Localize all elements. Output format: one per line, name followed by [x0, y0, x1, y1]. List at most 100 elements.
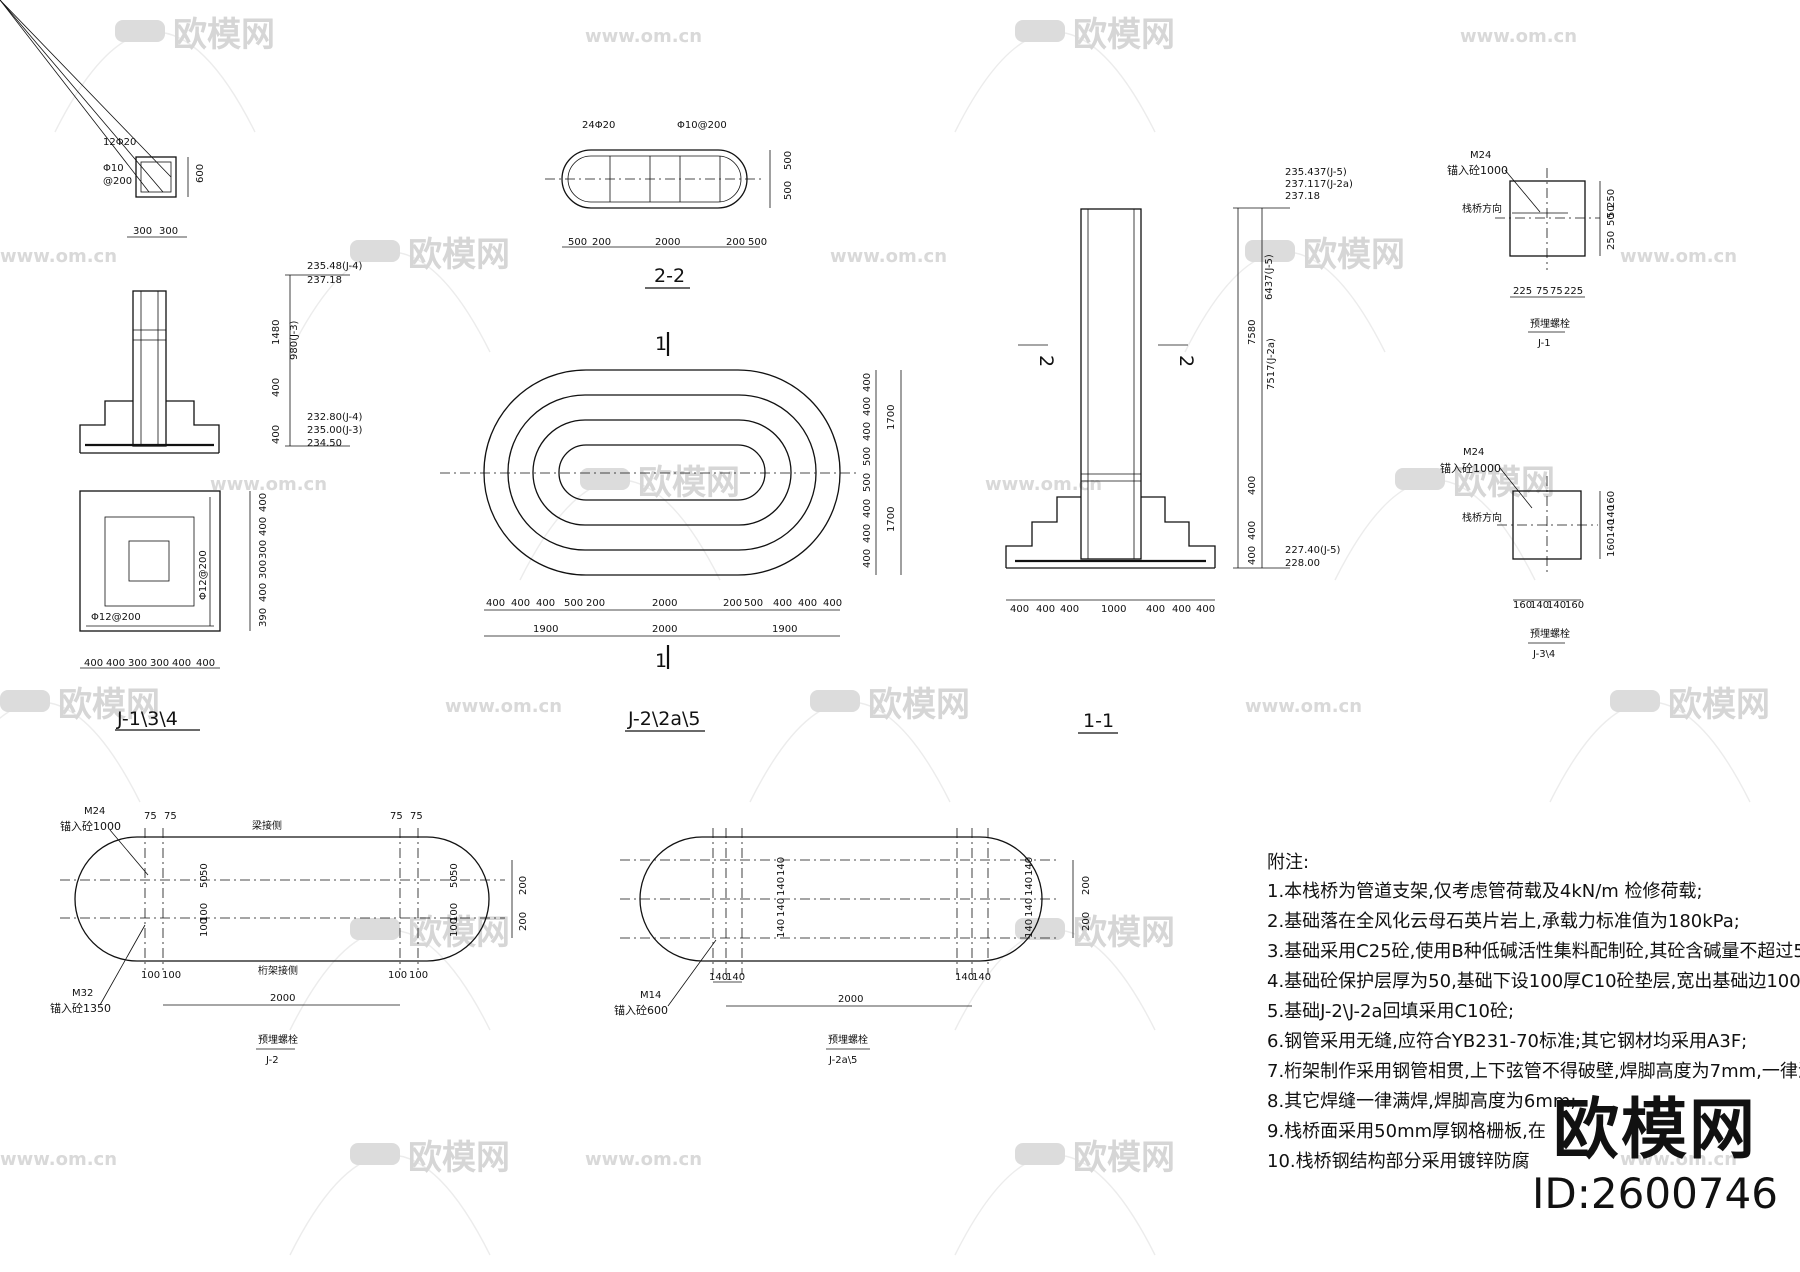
s11-title: 1-1 [1083, 710, 1114, 732]
j2-dim: 500 [862, 447, 873, 466]
bj1-bolt: M24 [1470, 150, 1491, 161]
bj1-anchor: 锚入砼1000 [1447, 163, 1508, 177]
bj1-dim: 225 [1513, 286, 1532, 297]
j1-plan-dim: 400 [258, 493, 269, 512]
bj2-dim: 100 [449, 918, 460, 937]
watermark-url: www.om.cn [585, 1149, 702, 1170]
bj3-dim: 160 [1565, 600, 1584, 611]
j1-elev: 235.48(J-4) [307, 261, 362, 272]
bj2-dim: 50 [0, 0, 13, 3]
j2-dim: 1700 [886, 405, 897, 430]
bj2a-dim: 140 [776, 857, 787, 876]
bj3-sub: J-3\4 [1532, 649, 1555, 660]
j2-dim: 1900 [772, 624, 797, 635]
bj2a-dim: 140 [1024, 898, 1035, 917]
j2-dim: 200 [586, 598, 605, 609]
s22-title: 2-2 [654, 265, 685, 287]
watermark-logo-icon [810, 690, 860, 712]
watermark-url: www.om.cn [585, 26, 702, 47]
j2-dim: 400 [862, 397, 873, 416]
note-item: 3.基础采用C25砼,使用B种低碱活性集料配制砼,其砼含碱量不超过5kg³/m … [1267, 941, 1800, 962]
s11-elev: 228.00 [1285, 558, 1320, 569]
s22-stirrup: Φ10@200 [677, 120, 727, 131]
j2-dim: 400 [798, 598, 817, 609]
j1-plan-dim: 400 [172, 658, 191, 669]
bj2-dim: 100 [449, 903, 460, 922]
s11-dim: 400 [1036, 604, 1055, 615]
bj3-dim: 140 [1606, 519, 1617, 538]
j1-col-dim: 300 [159, 226, 178, 237]
bj2-dim: 100 [0, 0, 19, 3]
j2-dim: 400 [862, 524, 873, 543]
s11-dim: 1000 [1101, 604, 1126, 615]
j1-plan-dim: 400 [106, 658, 125, 669]
j2-dim: 1700 [886, 507, 897, 532]
s11-height: 7517(J-2a) [1266, 338, 1277, 390]
note-item: 5.基础J-2\J-2a回填采用C10砼; [1267, 1001, 1514, 1022]
watermark-logo-icon [115, 20, 165, 42]
bj3-dim: 140 [1606, 505, 1617, 524]
watermark-logo-icon [1015, 20, 1065, 42]
bolt-detail-j2: 梁接侧 桁架接侧 M24 锚入砼1000 M32 锚入砼1350 75 75 7… [0, 0, 529, 1066]
bj1-dim: 75 [1550, 286, 1563, 297]
j1-elev: 232.80(J-4) [307, 412, 362, 423]
bj3-bolt: M24 [1463, 447, 1484, 458]
watermark-text: 欧模网 [1073, 15, 1175, 55]
watermark-text: 欧模网 [173, 15, 275, 55]
j1-plan-dim: 300 [128, 658, 147, 669]
j2-dim: 400 [862, 373, 873, 392]
bj2a-anchor: 锚入砼600 [614, 1003, 668, 1017]
watermark-layer: 欧模网欧模网欧模网欧模网欧模网欧模网欧模网欧模网欧模网欧模网欧模网欧模网欧模网w… [0, 15, 1770, 1256]
s22-rebar: 24Φ20 [582, 120, 615, 131]
bj1-dim: 250 [1606, 189, 1617, 208]
j2-section-mark: 1 [655, 650, 667, 672]
j1-stirrup-label: Φ10 [103, 163, 124, 174]
s11-elev: 235.437(J-5) [1285, 167, 1347, 178]
bj2-dim: 50 [449, 875, 460, 888]
watermark-url: www.om.cn [985, 474, 1102, 495]
bj2-dim: 2000 [270, 993, 295, 1004]
j2-dim: 500 [564, 598, 583, 609]
s22-dim: 500 [568, 237, 587, 248]
watermark-logo-icon [350, 1143, 400, 1165]
j1-plan-dim: 400 [196, 658, 215, 669]
s11-dim: 400 [1196, 604, 1215, 615]
bj2a-dim: 140 [955, 972, 974, 983]
note-item: 7.桁架制作采用钢管相贯,上下弦管不得破壁,焊脚高度为7mm,一律满焊; [1267, 1061, 1800, 1082]
section-2-2: 24Φ20 Φ10@200 500 500 500 200 2000 200 5… [545, 120, 794, 289]
s22-dim: 200 [726, 237, 745, 248]
bj2a-dim: 140 [709, 972, 728, 983]
watermark-text: 欧模网 [1303, 235, 1405, 275]
bj2a-dim: 140 [1024, 919, 1035, 938]
foundation-j1: 12Φ20 Φ10 @200 600 300 300 235.48(J-4) 2… [0, 0, 362, 731]
bj2-dim: 50 [199, 863, 210, 876]
watermark-logo-icon [0, 690, 50, 712]
j2-title: J-2\2a\5 [627, 708, 701, 730]
note-item: 10.栈桥钢结构部分采用镀锌防腐 [1267, 1151, 1530, 1172]
j2-dim: 400 [486, 598, 505, 609]
bj2a-dim: 140 [972, 972, 991, 983]
watermark-logo-icon [1015, 918, 1065, 940]
j2-dim: 2000 [652, 624, 677, 635]
bj2-sub: J-2 [265, 1055, 279, 1066]
j1-height: 1480 [271, 320, 282, 345]
j2-dim: 2000 [652, 598, 677, 609]
j2-dim: 400 [511, 598, 530, 609]
general-notes: 附注: 1.本栈桥为管道支架,仅考虑管荷载及4kN/m 检修荷载; 2.基础落在… [1267, 852, 1800, 1172]
j1-height: 400 [271, 425, 282, 444]
bj2-dim: 100 [0, 0, 19, 3]
watermark-text: 欧模网 [408, 235, 510, 275]
bj1-dim: 50 [1606, 213, 1617, 226]
s11-elev: 237.18 [1285, 191, 1320, 202]
note-item: 8.其它焊缝一律满焊,焊脚高度为6mm; [1267, 1091, 1576, 1112]
j2-dim: 400 [862, 499, 873, 518]
bj3-dim: 160 [1513, 600, 1532, 611]
j2-dim: 500 [744, 598, 763, 609]
bj3-dim: 160 [1606, 491, 1617, 510]
bj2-dim: 75 [164, 811, 177, 822]
s11-dim: 400 [1060, 604, 1079, 615]
bj2a-sub: J-2a\5 [828, 1055, 857, 1066]
watermark-text: 欧模网 [868, 685, 970, 725]
